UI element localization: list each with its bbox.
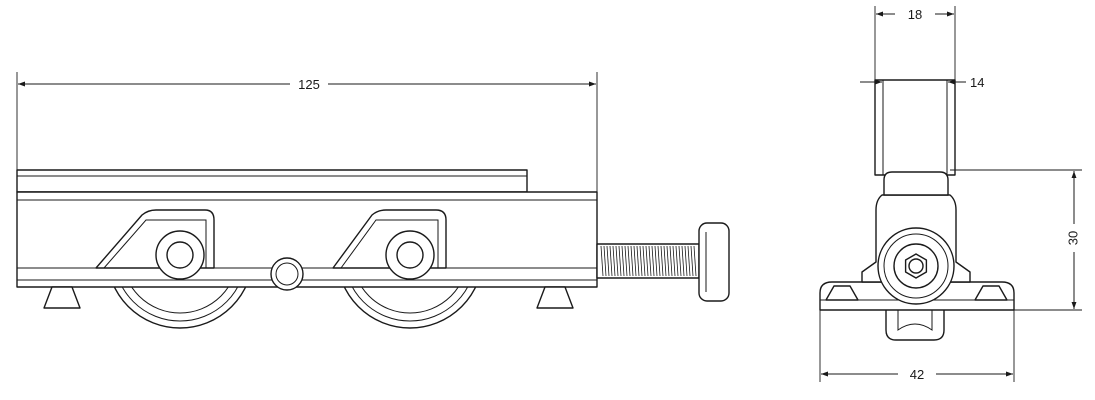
top-rail [16,169,528,193]
thread-line [612,245,616,277]
thread-line [690,245,694,277]
dimension-42: 42 [819,310,1015,382]
thread-line [627,245,631,277]
thread-line [618,245,622,277]
thread-line [651,245,655,277]
thread-line [669,245,673,277]
thread-line [684,245,688,277]
thread-line [603,245,607,277]
thread-line [606,245,610,277]
dimension-125: 125 [16,72,598,192]
thread-line [600,245,604,277]
dimension-18: 18 [874,6,956,80]
dimension-label-18: 18 [908,7,922,22]
thread-line [609,245,613,277]
rear-wheel-bracket [95,209,215,280]
screw-thread [600,245,697,277]
thread-line [648,245,652,277]
thread-line [639,245,643,277]
carriage-body [16,191,598,288]
thread-line [621,245,625,277]
thread-line [633,245,637,277]
end-top-plate [874,79,956,176]
right-foot [536,286,574,309]
thread-line [666,245,670,277]
thread-line [624,245,628,277]
thread-line [654,245,658,277]
thread-line [630,245,634,277]
dimension-label-30: 30 [1065,231,1080,245]
thread-line [642,245,646,277]
thread-line [687,245,691,277]
adjusting-screw [596,222,730,302]
left-foot [43,286,81,309]
dimension-label-42: 42 [910,367,924,382]
center-pin [270,257,304,291]
thread-line [672,245,676,277]
end-axle [877,227,955,305]
thread-line [660,245,664,277]
thread-line [663,245,667,277]
front-wheel-bracket [332,209,447,280]
thread-line [657,245,661,277]
dimension-14: 14 [860,75,984,90]
thread-line [681,245,685,277]
dimension-label-14: 14 [970,75,984,90]
thread-line [675,245,679,277]
thread-line [615,245,619,277]
side-view: 125 [16,72,730,329]
dimension-label-125: 125 [298,77,320,92]
thread-line [636,245,640,277]
thread-line [645,245,649,277]
dimension-30: 30 [950,169,1082,311]
end-view: 18 14 30 42 [819,6,1082,382]
thread-line [693,245,697,277]
thread-line [678,245,682,277]
